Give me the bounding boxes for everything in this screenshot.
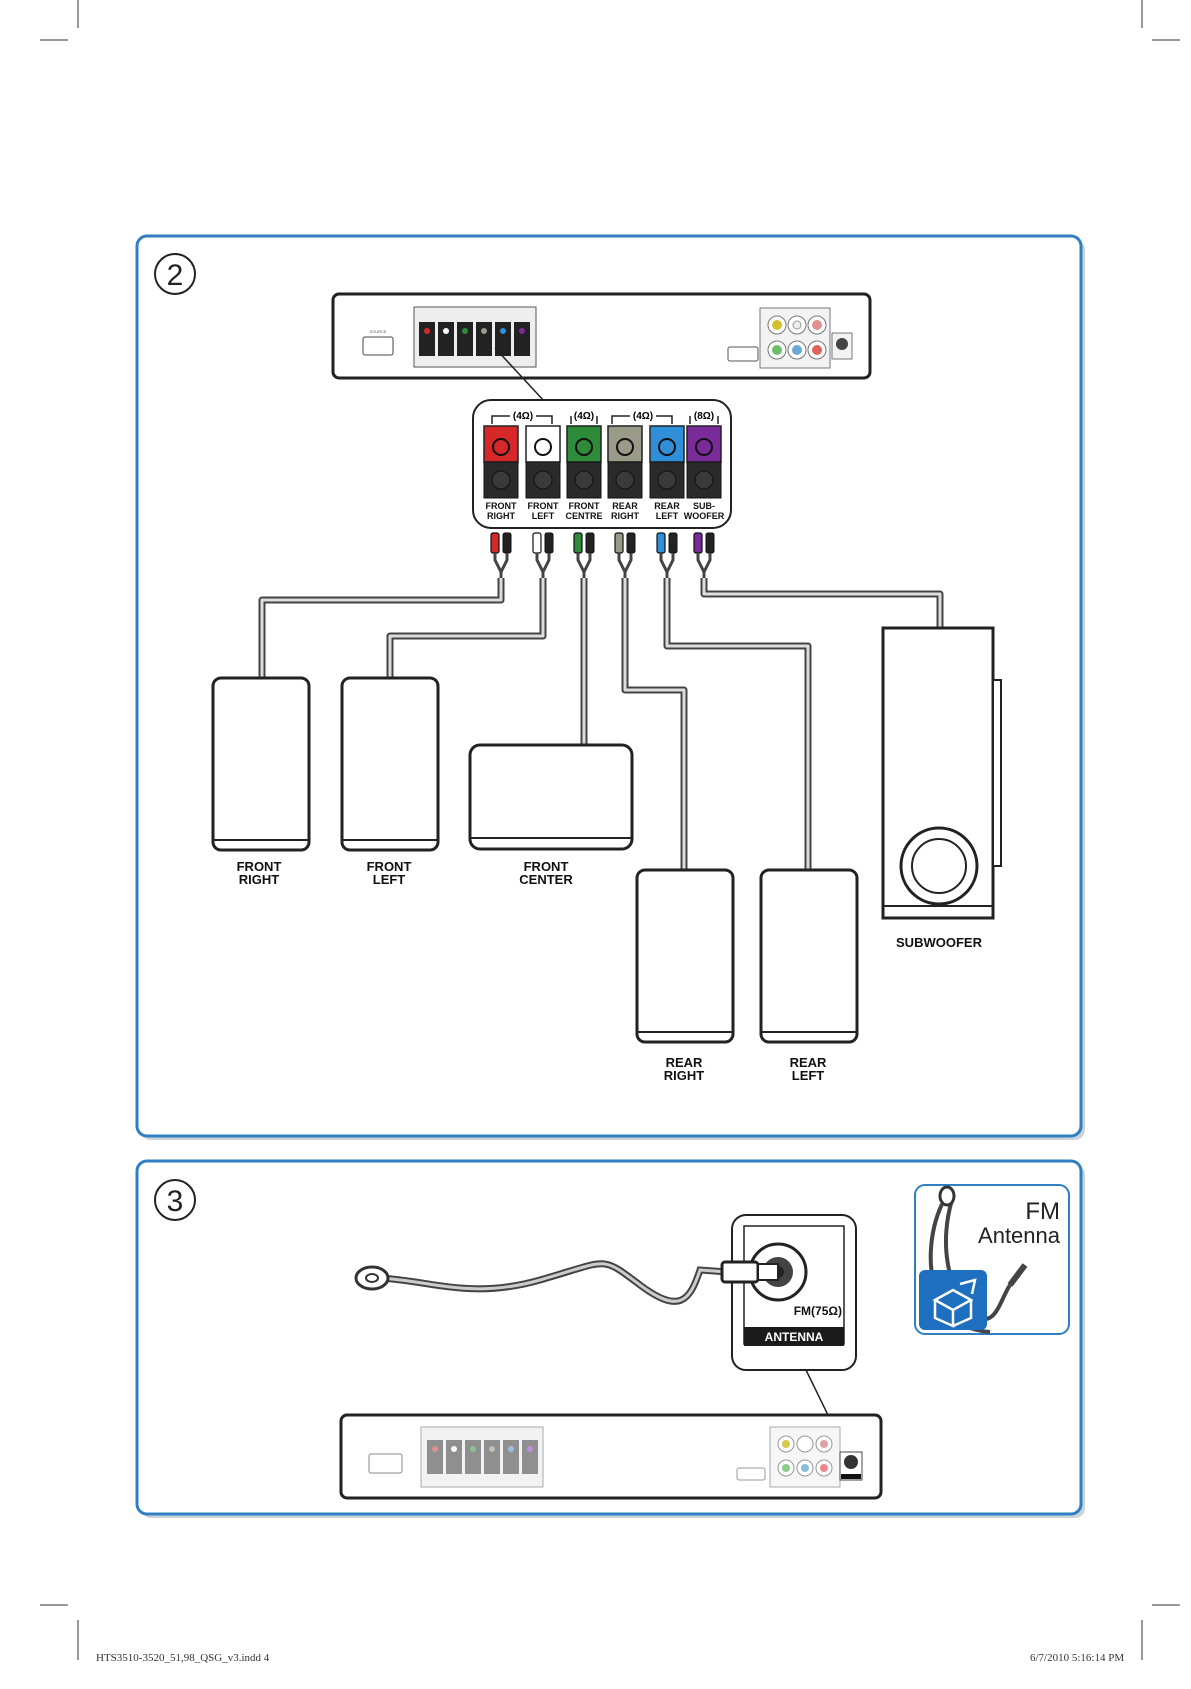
terminal-lower-hole-2 xyxy=(575,471,593,489)
rear-right-label-2: RIGHT xyxy=(664,1068,705,1083)
plug-black-0 xyxy=(503,533,511,553)
front-right-label-2: RIGHT xyxy=(239,872,280,887)
hdmi-port xyxy=(728,347,758,361)
accessory-title-1: FM xyxy=(1025,1198,1060,1225)
impedance-centre: (4Ω) xyxy=(574,411,594,422)
fm-connector-label: FM(75Ω) xyxy=(794,1304,842,1318)
front-center-speaker xyxy=(470,745,632,849)
terminal-hole-1 xyxy=(535,439,551,455)
impedance-front-pair: (4Ω) xyxy=(513,411,533,422)
terminal-label-front-centre-2: CENTRE xyxy=(565,511,602,521)
terminal-hole-3 xyxy=(617,439,633,455)
fm-antenna-accessory: FM Antenna xyxy=(915,1185,1069,1334)
plug-black-1 xyxy=(545,533,553,553)
main-unit-rear: SOURCE xyxy=(333,294,870,378)
terminal-hole-0 xyxy=(493,439,509,455)
terminal-lower-hole-5 xyxy=(695,471,713,489)
rear-right-speaker xyxy=(637,870,733,1042)
impedance-subwoofer: (8Ω) xyxy=(694,411,714,422)
terminal-label-front-left-1: FRONT xyxy=(528,501,559,511)
front-right-speaker xyxy=(213,678,309,850)
plug-black-2 xyxy=(586,533,594,553)
terminal-lower-hole-1 xyxy=(534,471,552,489)
terminal-lower-hole-3 xyxy=(616,471,634,489)
impedance-rear-pair: (4Ω) xyxy=(633,411,653,422)
terminal-hole-2 xyxy=(576,439,592,455)
accessory-title-2: Antenna xyxy=(978,1223,1061,1248)
terminal-hole-5 xyxy=(696,439,712,455)
front-center-label-2: CENTER xyxy=(519,872,573,887)
antenna-caption: ANTENNA xyxy=(765,1330,824,1344)
step-3-number: 3 xyxy=(167,1185,184,1218)
step-3-panel: 3 FM(75Ω) ANTENNA xyxy=(137,1161,1085,1518)
terminal-label-rear-left-1: REAR xyxy=(654,501,680,511)
footer-timestamp: 6/7/2010 5:16:14 PM xyxy=(1030,1652,1124,1664)
fm-plug xyxy=(722,1262,778,1282)
subwoofer-speaker xyxy=(883,628,1001,918)
terminal-lower-hole-4 xyxy=(658,471,676,489)
plug-color-2 xyxy=(574,533,582,553)
step-2-panel: 2 SOURCE xyxy=(137,236,1085,1140)
step-2-number: 2 xyxy=(167,259,184,292)
terminal-label-front-centre-1: FRONT xyxy=(569,501,600,511)
plug-color-5 xyxy=(694,533,702,553)
terminal-label-subwoofer-2: WOOFER xyxy=(684,511,725,521)
antenna-connector-zoom: FM(75Ω) ANTENNA xyxy=(722,1215,856,1370)
terminal-label-front-right-1: FRONT xyxy=(486,501,517,511)
front-left-speaker xyxy=(342,678,438,850)
terminal-label-rear-left-2: LEFT xyxy=(656,511,679,521)
main-unit-rear-bottom xyxy=(341,1415,881,1498)
plug-color-4 xyxy=(657,533,665,553)
plug-color-1 xyxy=(533,533,541,553)
plug-black-4 xyxy=(669,533,677,553)
terminal-label-rear-right-2: RIGHT xyxy=(611,511,640,521)
unit-small-label: SOURCE xyxy=(369,329,386,334)
plug-color-0 xyxy=(491,533,499,553)
front-left-label-2: LEFT xyxy=(373,872,406,887)
plug-color-3 xyxy=(615,533,623,553)
rear-left-speaker xyxy=(761,870,857,1042)
terminal-label-front-right-2: RIGHT xyxy=(487,511,516,521)
plug-black-5 xyxy=(706,533,714,553)
terminal-label-rear-right-1: REAR xyxy=(612,501,638,511)
footer-file-name: HTS3510-3520_51,98_QSG_v3.indd 4 xyxy=(96,1652,269,1664)
speaker-terminal-panel: (4Ω) (4Ω) (4Ω) (8Ω) FRONT RIGHT FRONT LE… xyxy=(473,400,731,528)
terminal-hole-4 xyxy=(659,439,675,455)
terminal-label-subwoofer-1: SUB- xyxy=(693,501,715,511)
rear-left-label-2: LEFT xyxy=(792,1068,825,1083)
subwoofer-label: SUBWOOFER xyxy=(896,935,983,950)
plug-black-3 xyxy=(627,533,635,553)
terminal-lower-hole-0 xyxy=(492,471,510,489)
terminal-label-front-left-2: LEFT xyxy=(532,511,555,521)
